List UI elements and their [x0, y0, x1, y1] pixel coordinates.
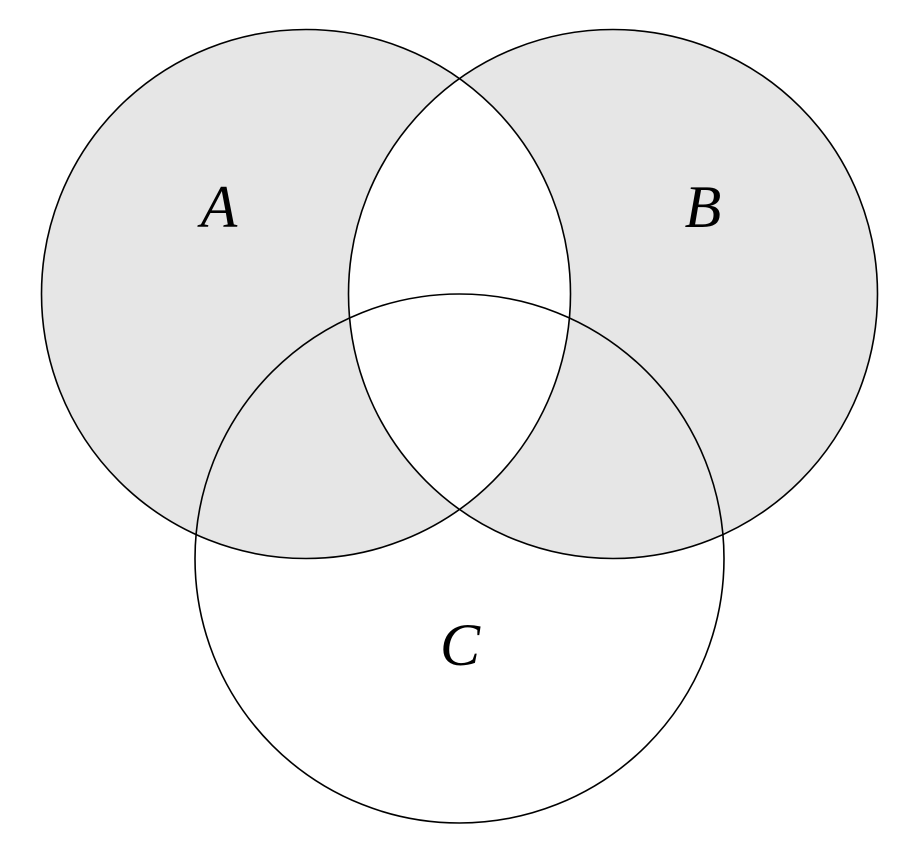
set-label-b: B	[685, 174, 722, 240]
shaded-region-a-xor-b	[41, 29, 878, 559]
circle-b-outline	[347, 28, 879, 560]
circle-c-outline	[194, 293, 725, 824]
set-label-a: A	[197, 174, 238, 240]
set-label-c: C	[440, 612, 481, 678]
circle-a-outline	[40, 28, 572, 560]
